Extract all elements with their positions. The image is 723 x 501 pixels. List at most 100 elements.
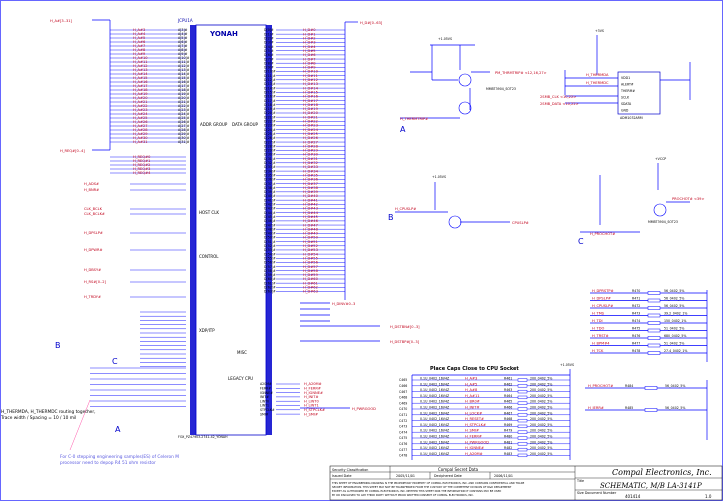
cpu-right-pins: D[0]#H_D#0D[1]#H_D#1D[2]#H_D#2D[3]#H_D#3…: [264, 28, 345, 294]
cap-net: H_A#3: [465, 377, 477, 381]
cap-ref: C467: [399, 390, 407, 394]
pin-label-left: A[8]#: [178, 48, 188, 52]
cap-res-ref: R465: [504, 400, 512, 404]
pin-net-ha: H_A#11: [133, 60, 148, 64]
pin-net-hd: H_D#48: [303, 227, 319, 231]
pin-net-ha: H_A#12: [133, 64, 148, 68]
legacy-net: H_STPCLK#: [304, 408, 325, 412]
cpu-data-group: DATA GROUP: [232, 122, 259, 127]
doc-rev: 1.0: [705, 494, 712, 499]
chip-pin: ALERT#: [621, 83, 634, 87]
pin-net-hd: H_D#44: [303, 211, 319, 215]
cap-net: H_A20M#: [465, 452, 483, 456]
legacy-net: H_LINT1: [304, 404, 319, 408]
pin-label-right: D[27]#: [264, 140, 276, 144]
svg-text:2SMB_DATA <10,22>: 2SMB_DATA <10,22>: [540, 102, 579, 106]
cap-value: 0.1U_0402_16V4Z: [420, 382, 450, 386]
pin-net-hd: H_D#58: [303, 269, 319, 273]
cap-res-value: 200_0402_5%: [530, 423, 552, 427]
cpu-xdp: XDP/ITP: [199, 328, 215, 333]
resistor-symbol: [517, 453, 528, 458]
pin-label-left: A[5]#: [178, 36, 188, 40]
pullup-value: 56_0402_5%: [664, 304, 684, 308]
pin-label-right: D[33]#: [264, 165, 276, 169]
cap-res-ref: R462: [504, 382, 512, 386]
pullup-value: 51_0402_5%: [664, 342, 684, 346]
chip-pin: SDATA: [621, 102, 632, 106]
svg-text:Compal Secret Data: Compal Secret Data: [438, 467, 479, 472]
pin-label-right: D[54]#: [264, 252, 276, 256]
pin-label-right: D[10]#: [264, 70, 276, 74]
left-control-net: H_BNR#: [84, 188, 99, 192]
resistor-symbol: [647, 328, 661, 333]
resistor-symbol: [517, 436, 528, 440]
pullup-net: H_TCK: [592, 349, 604, 353]
left-control-net: H_DPSLP#: [84, 231, 103, 235]
pin-label-left: A[21]#: [178, 100, 190, 104]
net-dstbp: H_DSTBP#[0..3]: [390, 340, 420, 344]
pullup-net: H_TDI: [592, 319, 603, 323]
pin-label-left: A[7]#: [178, 44, 188, 48]
pin-net-hd: H_D#46: [303, 219, 319, 223]
resistor-symbol: [517, 395, 528, 400]
pin-net-hd: H_D#8: [303, 61, 316, 65]
cap-value: 0.1U_0402_16V4Z: [420, 440, 450, 444]
pullup-ref: R473: [632, 312, 640, 316]
note-therm: H_THERMDA, H_THERMDC routing together,Tr…: [0, 409, 95, 421]
pin-label-right: D[16]#: [264, 95, 276, 99]
pullup-value: 150_0402_1%: [664, 319, 686, 323]
resistor-symbol: [517, 378, 528, 382]
cap-net: H_LOCK#: [465, 411, 482, 415]
cap-res-value: 200_0402_5%: [530, 394, 552, 398]
chip-pin: VDD1: [621, 76, 630, 80]
pin-label-right: D[39]#: [264, 190, 276, 194]
pullup-value: 27.4_0402_1%: [664, 349, 687, 353]
cap-res-ref: R464: [504, 394, 512, 398]
svg-text:ADM1032ARM: ADM1032ARM: [620, 116, 643, 120]
pin-label-right: D[9]#: [264, 66, 274, 70]
pin-label-left: A[20]#: [178, 96, 190, 100]
cap-res-value: 200_0402_5%: [530, 388, 552, 392]
notice-line-1: THIS SHEET OF ENGINEERING DRAWING IS THE…: [332, 481, 525, 485]
cap-res-ref: R463: [504, 388, 512, 392]
pin-net-ha: H_A#21: [133, 100, 148, 104]
legacy-pin: IGNNE#: [260, 391, 273, 395]
pin-label-right: D[1]#: [264, 32, 274, 36]
left-control-net: CLK_BCLK: [84, 207, 103, 211]
cap-value: 0.1U_0402_16V4Z: [420, 417, 450, 421]
pin-label-right: D[26]#: [264, 136, 276, 140]
pin-label-right: D[47]#: [264, 223, 276, 227]
pin-label-left: A[10]#: [178, 56, 190, 60]
cap-res-value: 200_0402_5%: [530, 406, 552, 410]
pin-net-hd: H_D#53: [303, 248, 318, 252]
pin-label-right: D[60]#: [264, 277, 276, 281]
pin-label-right: D[22]#: [264, 120, 276, 124]
pin-net-hd: H_D#61: [303, 281, 318, 285]
svg-text:MMBT3904_SOT23: MMBT3904_SOT23: [486, 87, 516, 91]
cap-ref: C476: [399, 442, 407, 446]
pin-label-right: D[48]#: [264, 227, 276, 231]
pullup-ref: R470: [632, 289, 640, 293]
pin-net-hd: H_D#62: [303, 286, 318, 290]
pullup-value: 56_0402_5%: [664, 297, 684, 301]
legacy-net: H_IGNNE#: [304, 391, 323, 395]
company-name: Compal Electronics, Inc.: [612, 468, 712, 477]
pin-label-right: D[19]#: [264, 107, 276, 111]
resistor-symbol: [517, 413, 528, 417]
cap-ref: C465: [399, 378, 407, 382]
pin-label-left: A[19]#: [178, 92, 190, 96]
left-control-net: CLK_BCLK#: [84, 212, 105, 216]
pullup-ref: R477: [632, 342, 640, 346]
cap-value: 0.1U_0402_16V4Z: [420, 452, 450, 456]
pin-label-right: D[12]#: [264, 78, 276, 82]
pin-label-right: D[32]#: [264, 161, 276, 165]
svg-text:H_THERMTRIP#: H_THERMTRIP#: [400, 117, 428, 121]
pin-net-ha: H_A#31: [133, 140, 148, 144]
cap-res-ref: R466: [504, 406, 512, 410]
pin-label-right: D[13]#: [264, 82, 276, 86]
cap-res-ref: R461: [504, 377, 512, 381]
pin-label-right: D[2]#: [264, 37, 274, 41]
